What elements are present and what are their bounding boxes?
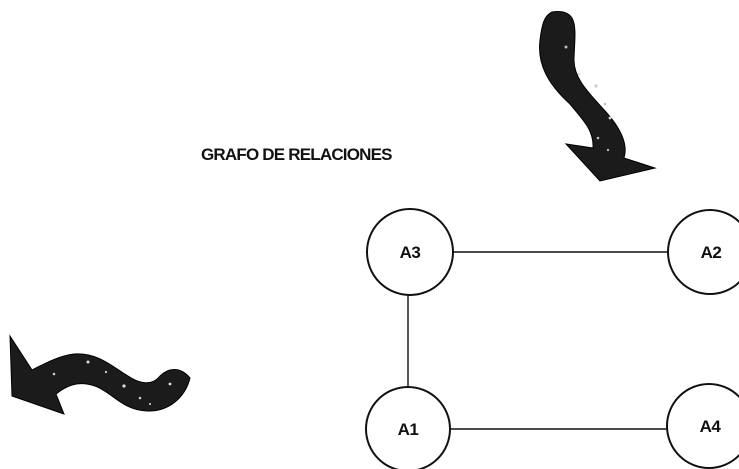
node-a1: A1 bbox=[365, 386, 451, 469]
node-a1-label: A1 bbox=[398, 420, 419, 439]
node-a4-label: A4 bbox=[700, 417, 722, 436]
node-a3: A3 bbox=[366, 208, 454, 296]
curved-arrow-left-icon bbox=[9, 334, 191, 415]
node-a3-label: A3 bbox=[400, 243, 421, 262]
diagram-title: GRAFO DE RELACIONES bbox=[201, 145, 393, 164]
curved-arrow-down-icon bbox=[539, 11, 657, 182]
node-a2: A2 bbox=[667, 209, 739, 295]
node-a4: A4 bbox=[666, 383, 739, 469]
node-a2-label: A2 bbox=[701, 243, 722, 262]
